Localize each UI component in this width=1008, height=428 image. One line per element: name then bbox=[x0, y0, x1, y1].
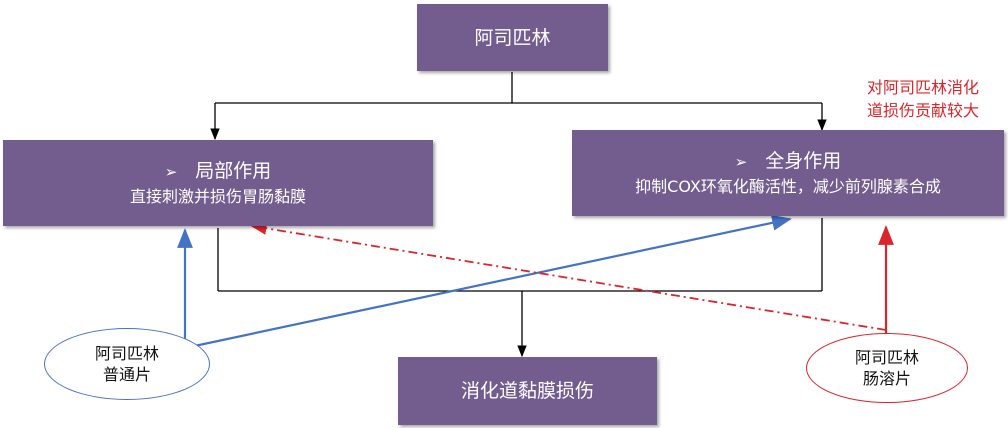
enteric-tablet-oval: 阿司匹林 肠溶片 bbox=[806, 333, 968, 403]
systemic-effect-title-row: ➢ 全身作用 bbox=[735, 148, 842, 175]
aspirin-top-box: 阿司匹林 bbox=[417, 4, 608, 71]
systemic-effect-subtitle: 抑制COX环氧化酶活性，减少前列腺素合成 bbox=[635, 176, 941, 196]
mucosal-injury-label: 消化道黏膜损伤 bbox=[460, 380, 594, 402]
local-effect-title-row: ➢ 局部作用 bbox=[165, 158, 272, 185]
plain-tablet-line2: 普通片 bbox=[102, 365, 151, 384]
systemic-effect-box: ➢ 全身作用 抑制COX环氧化酶活性，减少前列腺素合成 bbox=[572, 130, 1004, 216]
arrow-bullet-icon: ➢ bbox=[734, 152, 748, 171]
plain-tablet-oval: 阿司匹林 普通片 bbox=[44, 328, 210, 400]
arrow-bullet-icon: ➢ bbox=[164, 162, 178, 181]
systemic-effect-title: 全身作用 bbox=[765, 149, 842, 172]
local-effect-subtitle: 直接刺激并损伤胃肠黏膜 bbox=[129, 186, 306, 206]
mucosal-injury-box: 消化道黏膜损伤 bbox=[398, 357, 657, 425]
aspirin-top-label: 阿司匹林 bbox=[474, 26, 551, 49]
annotation-line1: 对阿司匹林消化 bbox=[866, 78, 979, 97]
local-effect-title: 局部作用 bbox=[195, 159, 272, 182]
enteric-tablet-line1: 阿司匹林 bbox=[854, 348, 919, 367]
plain-tablet-line1: 阿司匹林 bbox=[94, 344, 159, 363]
enteric-tablet-line2: 肠溶片 bbox=[862, 369, 911, 388]
blue-arrow-to-systemic bbox=[184, 214, 792, 350]
annotation-line2: 道损伤贡献较大 bbox=[866, 101, 979, 120]
red-dashdot-arrow-to-local bbox=[250, 221, 887, 331]
local-effect-box: ➢ 局部作用 直接刺激并损伤胃肠黏膜 bbox=[3, 140, 433, 226]
enteric-annotation: 对阿司匹林消化 道损伤贡献较大 bbox=[840, 76, 1006, 122]
